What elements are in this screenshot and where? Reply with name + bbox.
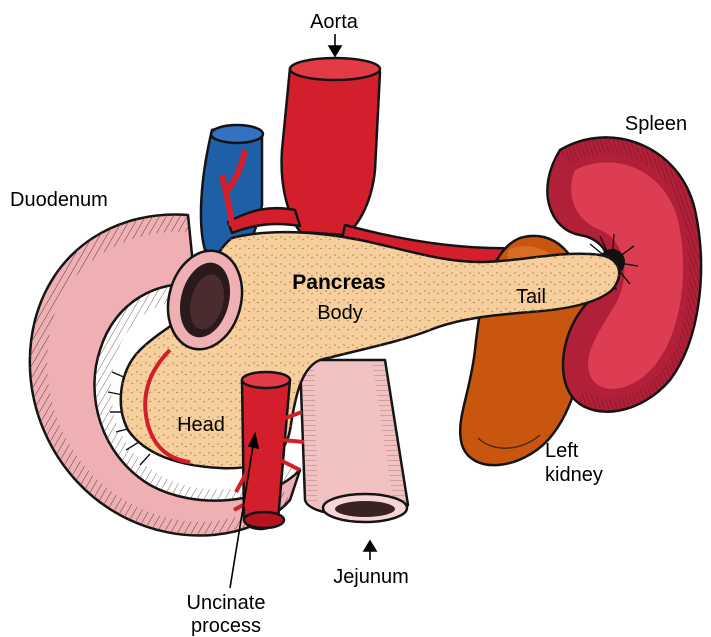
label-tail: Tail (516, 286, 546, 308)
label-head: Head (177, 414, 225, 436)
aorta-vessel (219, 56, 524, 265)
label-body: Body (317, 302, 363, 324)
label-uncinate-line2: process (191, 615, 261, 637)
label-pointers (229, 34, 378, 589)
label-left-kidney-line2: kidney (545, 464, 603, 486)
pancreaticoduodenal-artery (143, 348, 191, 464)
spleen (546, 136, 703, 413)
label-spleen: Spleen (625, 113, 687, 135)
label-duodenum: Duodenum (10, 189, 108, 211)
label-pancreas: Pancreas (292, 271, 385, 294)
jejunum (298, 358, 410, 524)
mesenteric-artery (233, 370, 305, 531)
label-uncinate-line1: Uncinate (187, 592, 266, 614)
label-aorta: Aorta (310, 11, 359, 33)
label-jejunum: Jejunum (333, 566, 409, 588)
duodenum-opening (166, 249, 244, 351)
label-left-kidney-line1: Left (545, 440, 579, 462)
